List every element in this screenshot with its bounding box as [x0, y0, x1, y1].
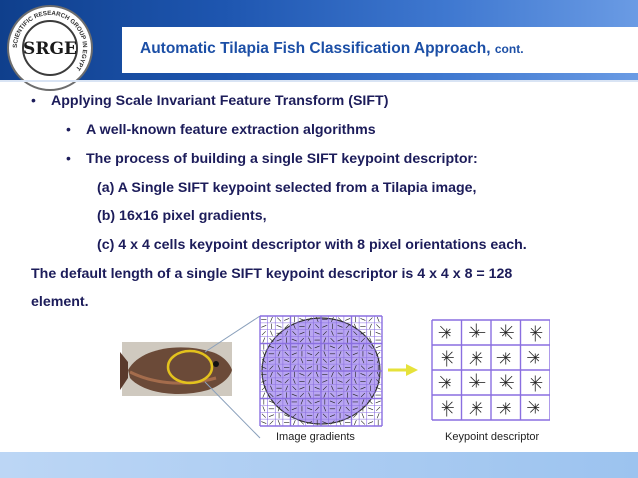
sub-bullet-descriptor-process: The process of building a single SIFT ke…	[86, 151, 478, 167]
sub-bullet-feature-extraction: A well-known feature extraction algorith…	[86, 122, 376, 138]
sift-figure: Image gradients Keypoint descriptor	[120, 312, 551, 447]
bullet-icon: •	[31, 92, 36, 108]
header-divider	[0, 80, 638, 82]
logo-text: SRGE	[23, 39, 77, 59]
step-c: (c) 4 x 4 cells keypoint descriptor with…	[97, 237, 527, 253]
srge-logo: SCIENTIFIC RESEARCH GROUP IN EGYPT SRGE	[7, 5, 93, 91]
image-gradients-label: Image gradients	[276, 431, 355, 443]
slide-title-main: Automatic Tilapia Fish Classification Ap…	[140, 40, 491, 57]
keypoint-descriptor-label: Keypoint descriptor	[445, 431, 539, 443]
sift-diagram: Image gradients Keypoint descriptor	[120, 315, 551, 443]
bullet-icon: •	[66, 150, 71, 166]
summary-line-2: element.	[31, 294, 89, 310]
keypoint-highlight-ring	[166, 349, 214, 385]
bullet-icon: •	[66, 121, 71, 137]
keypoint-descriptor-grid	[431, 319, 551, 421]
bullet-sift: Applying Scale Invariant Feature Transfo…	[51, 93, 389, 109]
image-gradients-grid	[259, 315, 383, 427]
summary-line-1: The default length of a single SIFT keyp…	[31, 266, 513, 282]
step-a: (a) A Single SIFT keypoint selected from…	[97, 180, 477, 196]
slide-title-suffix: cont.	[494, 42, 524, 56]
title-panel	[122, 27, 638, 73]
transform-arrow	[388, 364, 418, 376]
slide-title: Automatic Tilapia Fish Classification Ap…	[140, 40, 524, 58]
step-b: (b) 16x16 pixel gradients,	[97, 208, 267, 224]
footer-band	[0, 452, 638, 478]
tilapia-photo	[120, 342, 232, 396]
